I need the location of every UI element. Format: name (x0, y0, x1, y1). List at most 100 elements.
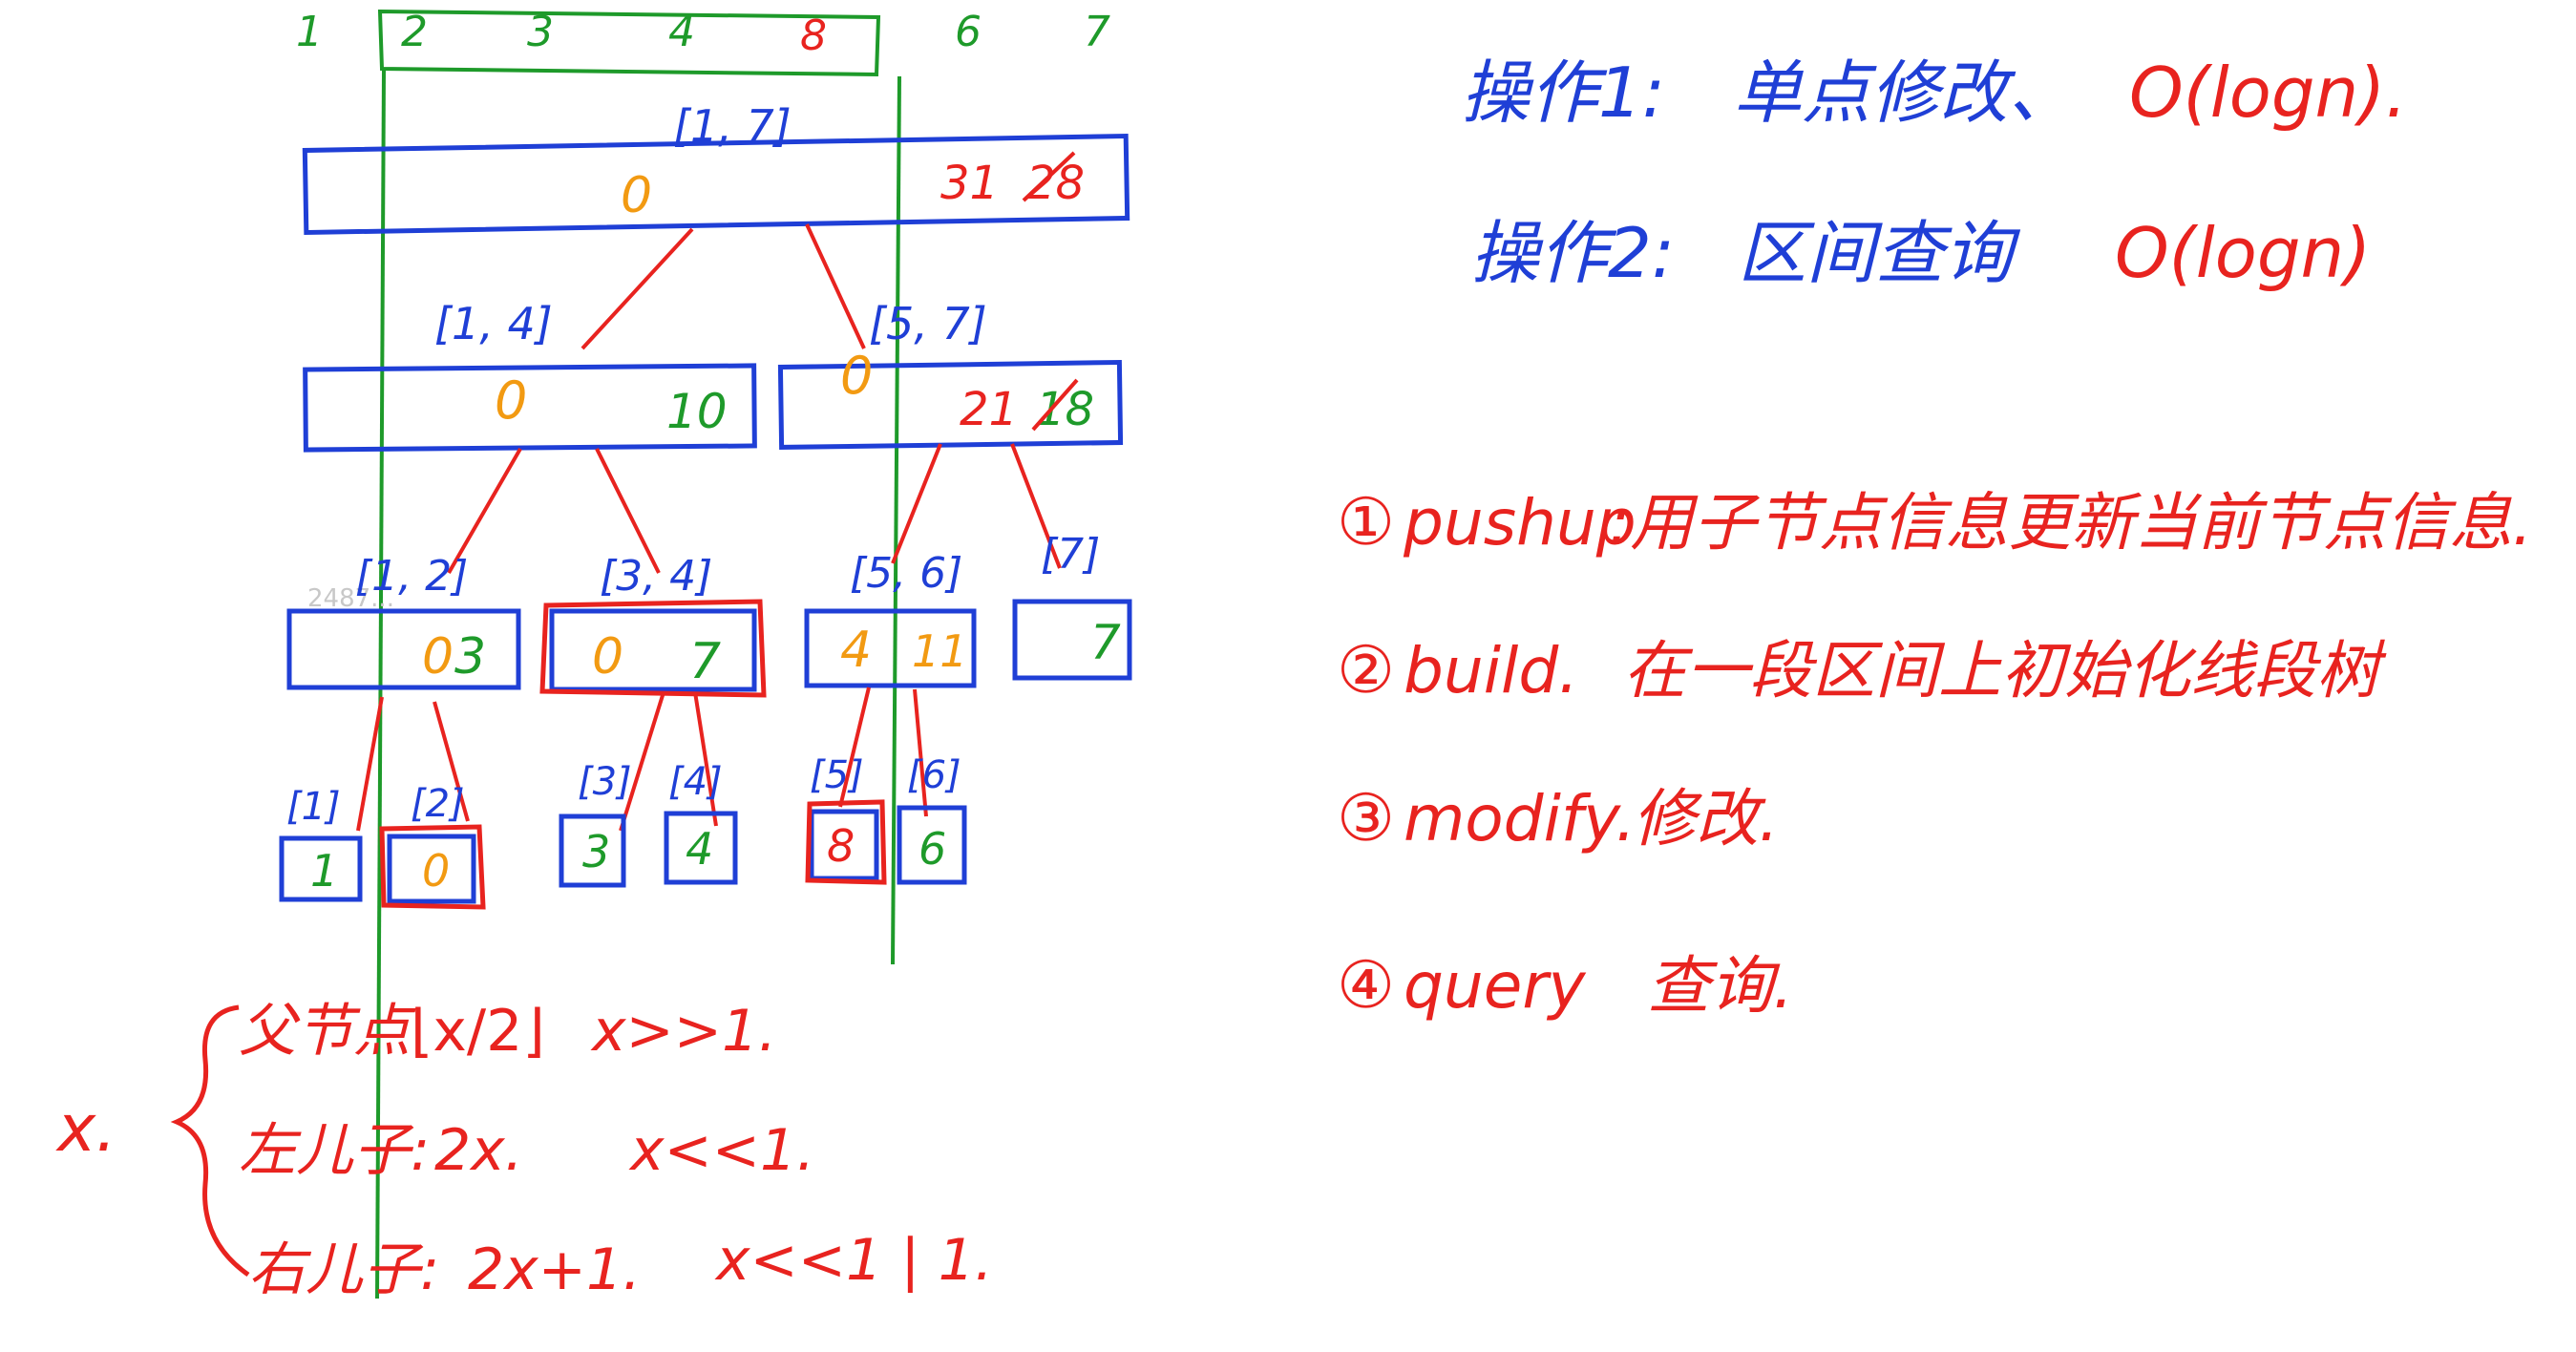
tree-node-1-2: [1, 2] 0 3 (286, 552, 521, 690)
leaf-node-6: [6] 6 (897, 753, 967, 885)
op1-description: 单点修改、 (1733, 53, 2077, 133)
node-lazy-tag: 0 (621, 167, 652, 224)
query-range-left-line (375, 70, 386, 1299)
function-item-query: ④ query 查询. (1337, 948, 1793, 1024)
leaf-value: 1 (310, 845, 338, 897)
op2-description: 区间查询 (1738, 213, 2021, 293)
tree-edge (433, 701, 470, 822)
parent-label: 父节点 (239, 998, 416, 1065)
leaf-value: 4 (686, 823, 713, 875)
function-number: ② (1337, 633, 1395, 708)
tree-node-7: [7] 7 (1012, 530, 1132, 681)
tree-edge (838, 687, 871, 808)
tree-edge (447, 448, 522, 574)
left-child-formula: 2x. (434, 1117, 523, 1184)
node-sum-value: 7 (1090, 615, 1121, 670)
leaf-box (897, 805, 967, 885)
leaf-range-label: [4] (668, 760, 723, 804)
node-box (286, 608, 521, 690)
node-lazy-tag: 0 (495, 370, 527, 431)
tree-edge (891, 443, 942, 564)
leaf-range-label: [3] (578, 760, 632, 804)
leaf-node-5: [5] 8 (805, 753, 887, 885)
function-number: ③ (1337, 781, 1395, 856)
tree-node-root: [1, 7] 0 31 28 (302, 100, 1130, 236)
leaf-node-3: [3] 3 (559, 760, 632, 888)
top-number-5-modified: 8 (800, 11, 827, 60)
node-range-label: [7] (1041, 530, 1100, 579)
strike-mark (1031, 378, 1079, 432)
function-name: query (1404, 949, 1586, 1023)
operations-section: 操作1: 单点修改、 O(logn). 操作2: 区间查询 O(logn) (1461, 53, 2407, 293)
node-old-sum-value: 28 (1026, 157, 1085, 210)
tree-node-3-4: [3, 4] 0 7 (539, 552, 767, 698)
node-lazy-tag: 0 (592, 628, 623, 686)
node-sum-value: 21 (960, 383, 1018, 436)
tree-edge (619, 691, 665, 832)
tree-edge (595, 448, 661, 574)
leaf-range-label: [1] (286, 785, 341, 829)
right-child-shift: x<<1 | 1. (714, 1227, 993, 1294)
node-sum-value: 11 (912, 625, 968, 677)
leaf-node-4: [4] 4 (664, 760, 738, 885)
node-range-label: [3, 4] (600, 552, 712, 601)
left-child-shift: x<<1. (628, 1117, 814, 1184)
top-number-6: 6 (955, 8, 982, 56)
left-child-label: 左儿子: (239, 1117, 430, 1184)
right-child-formula: 2x+1. (468, 1236, 641, 1303)
node-sum-value: 10 (666, 384, 728, 439)
function-item-modify: ③ modify. 修改. (1337, 781, 1779, 856)
tree-edge (356, 696, 384, 832)
node-box (302, 133, 1130, 236)
tree-edge (693, 691, 718, 827)
leaf-box (664, 811, 738, 885)
curly-brace (170, 1004, 250, 1278)
leaf-box (809, 809, 879, 881)
function-number: ④ (1337, 948, 1395, 1024)
strike-mark (1022, 151, 1076, 202)
top-number-2: 2 (401, 8, 428, 56)
top-number-3: 3 (527, 8, 554, 56)
function-list: ① pushup :用子节点信息更新当前节点信息. ② build. 在一段区间… (1337, 485, 2532, 1024)
node-box (1012, 599, 1132, 681)
node-range-label: [5, 6] (850, 549, 962, 598)
function-description: 在一段区间上初始化线段树 (1623, 634, 2387, 708)
op1-complexity: O(logn). (2129, 53, 2407, 133)
node-range-label: [1, 2] (355, 552, 468, 601)
function-number: ① (1337, 485, 1395, 560)
tree-node-5-7: [5, 7] 0 21 18 (777, 298, 1124, 451)
leaf-box (387, 834, 476, 904)
op2-label: 操作2: (1470, 213, 1675, 293)
function-name: build. (1404, 634, 1578, 708)
node-range-label: [5, 7] (869, 298, 987, 349)
node-lazy-tag: 4 (840, 622, 872, 679)
node-sum-value: 7 (689, 633, 721, 690)
parent-formula: ⌊x/2⌋ (411, 998, 545, 1065)
node-box (303, 363, 757, 453)
query-range-top-box (377, 9, 881, 77)
variable-x: x. (55, 1091, 116, 1167)
tree-edge (913, 688, 928, 817)
op2-complexity: O(logn) (2115, 213, 2371, 293)
highlight-box (539, 599, 767, 698)
leaf-node-1: [1] 1 (279, 785, 363, 902)
leaf-box (279, 835, 363, 902)
leaf-node-2: [2] 0 (379, 782, 486, 910)
leaf-range-label: [6] (907, 753, 961, 797)
function-description: :用子节点信息更新当前节点信息. (1609, 486, 2532, 560)
right-child-label: 右儿子: (248, 1236, 439, 1303)
function-item-build: ② build. 在一段区间上初始化线段树 (1337, 633, 2387, 708)
function-item-pushup: ① pushup :用子节点信息更新当前节点信息. (1337, 485, 2532, 560)
node-lazy-tag: 0 (840, 346, 873, 406)
faint-background-mark: 2487... (307, 584, 394, 613)
top-number-1: 1 (296, 8, 323, 56)
op1-label: 操作1: (1461, 53, 1665, 133)
tree-edge (805, 223, 866, 349)
leaf-value: 8 (827, 820, 855, 872)
node-box (777, 359, 1124, 451)
node-sum-value: 31 (940, 157, 999, 210)
leaf-range-label: [5] (810, 753, 864, 797)
highlight-box (379, 824, 486, 910)
top-number-7: 7 (1084, 8, 1110, 56)
